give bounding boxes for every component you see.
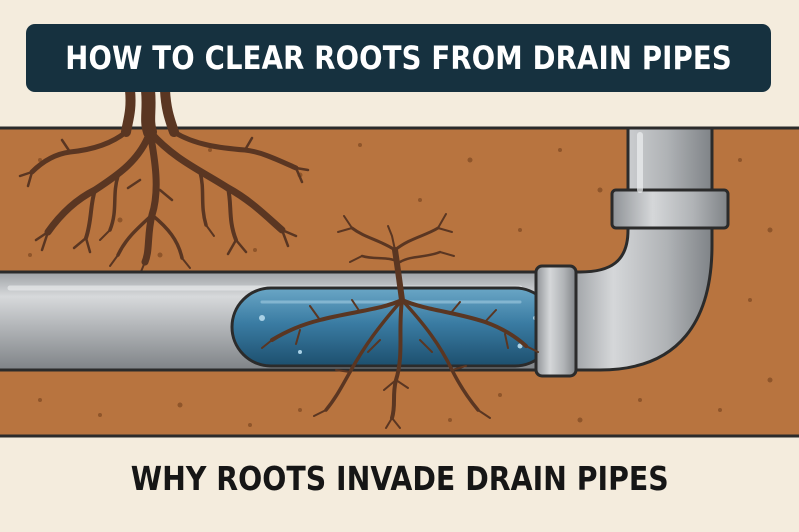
drain-pipe-illustration (0, 126, 730, 378)
title-banner: HOW TO CLEAR ROOTS FROM DRAIN PIPES (26, 24, 771, 92)
page-title: HOW TO CLEAR ROOTS FROM DRAIN PIPES (65, 39, 732, 77)
water-icon (230, 286, 556, 368)
invading-roots-illustration (261, 213, 539, 429)
tree-roots-illustration (18, 83, 310, 275)
caption-area: WHY ROOTS INVADE DRAIN PIPES (0, 448, 799, 508)
caption-text: WHY ROOTS INVADE DRAIN PIPES (130, 458, 669, 498)
